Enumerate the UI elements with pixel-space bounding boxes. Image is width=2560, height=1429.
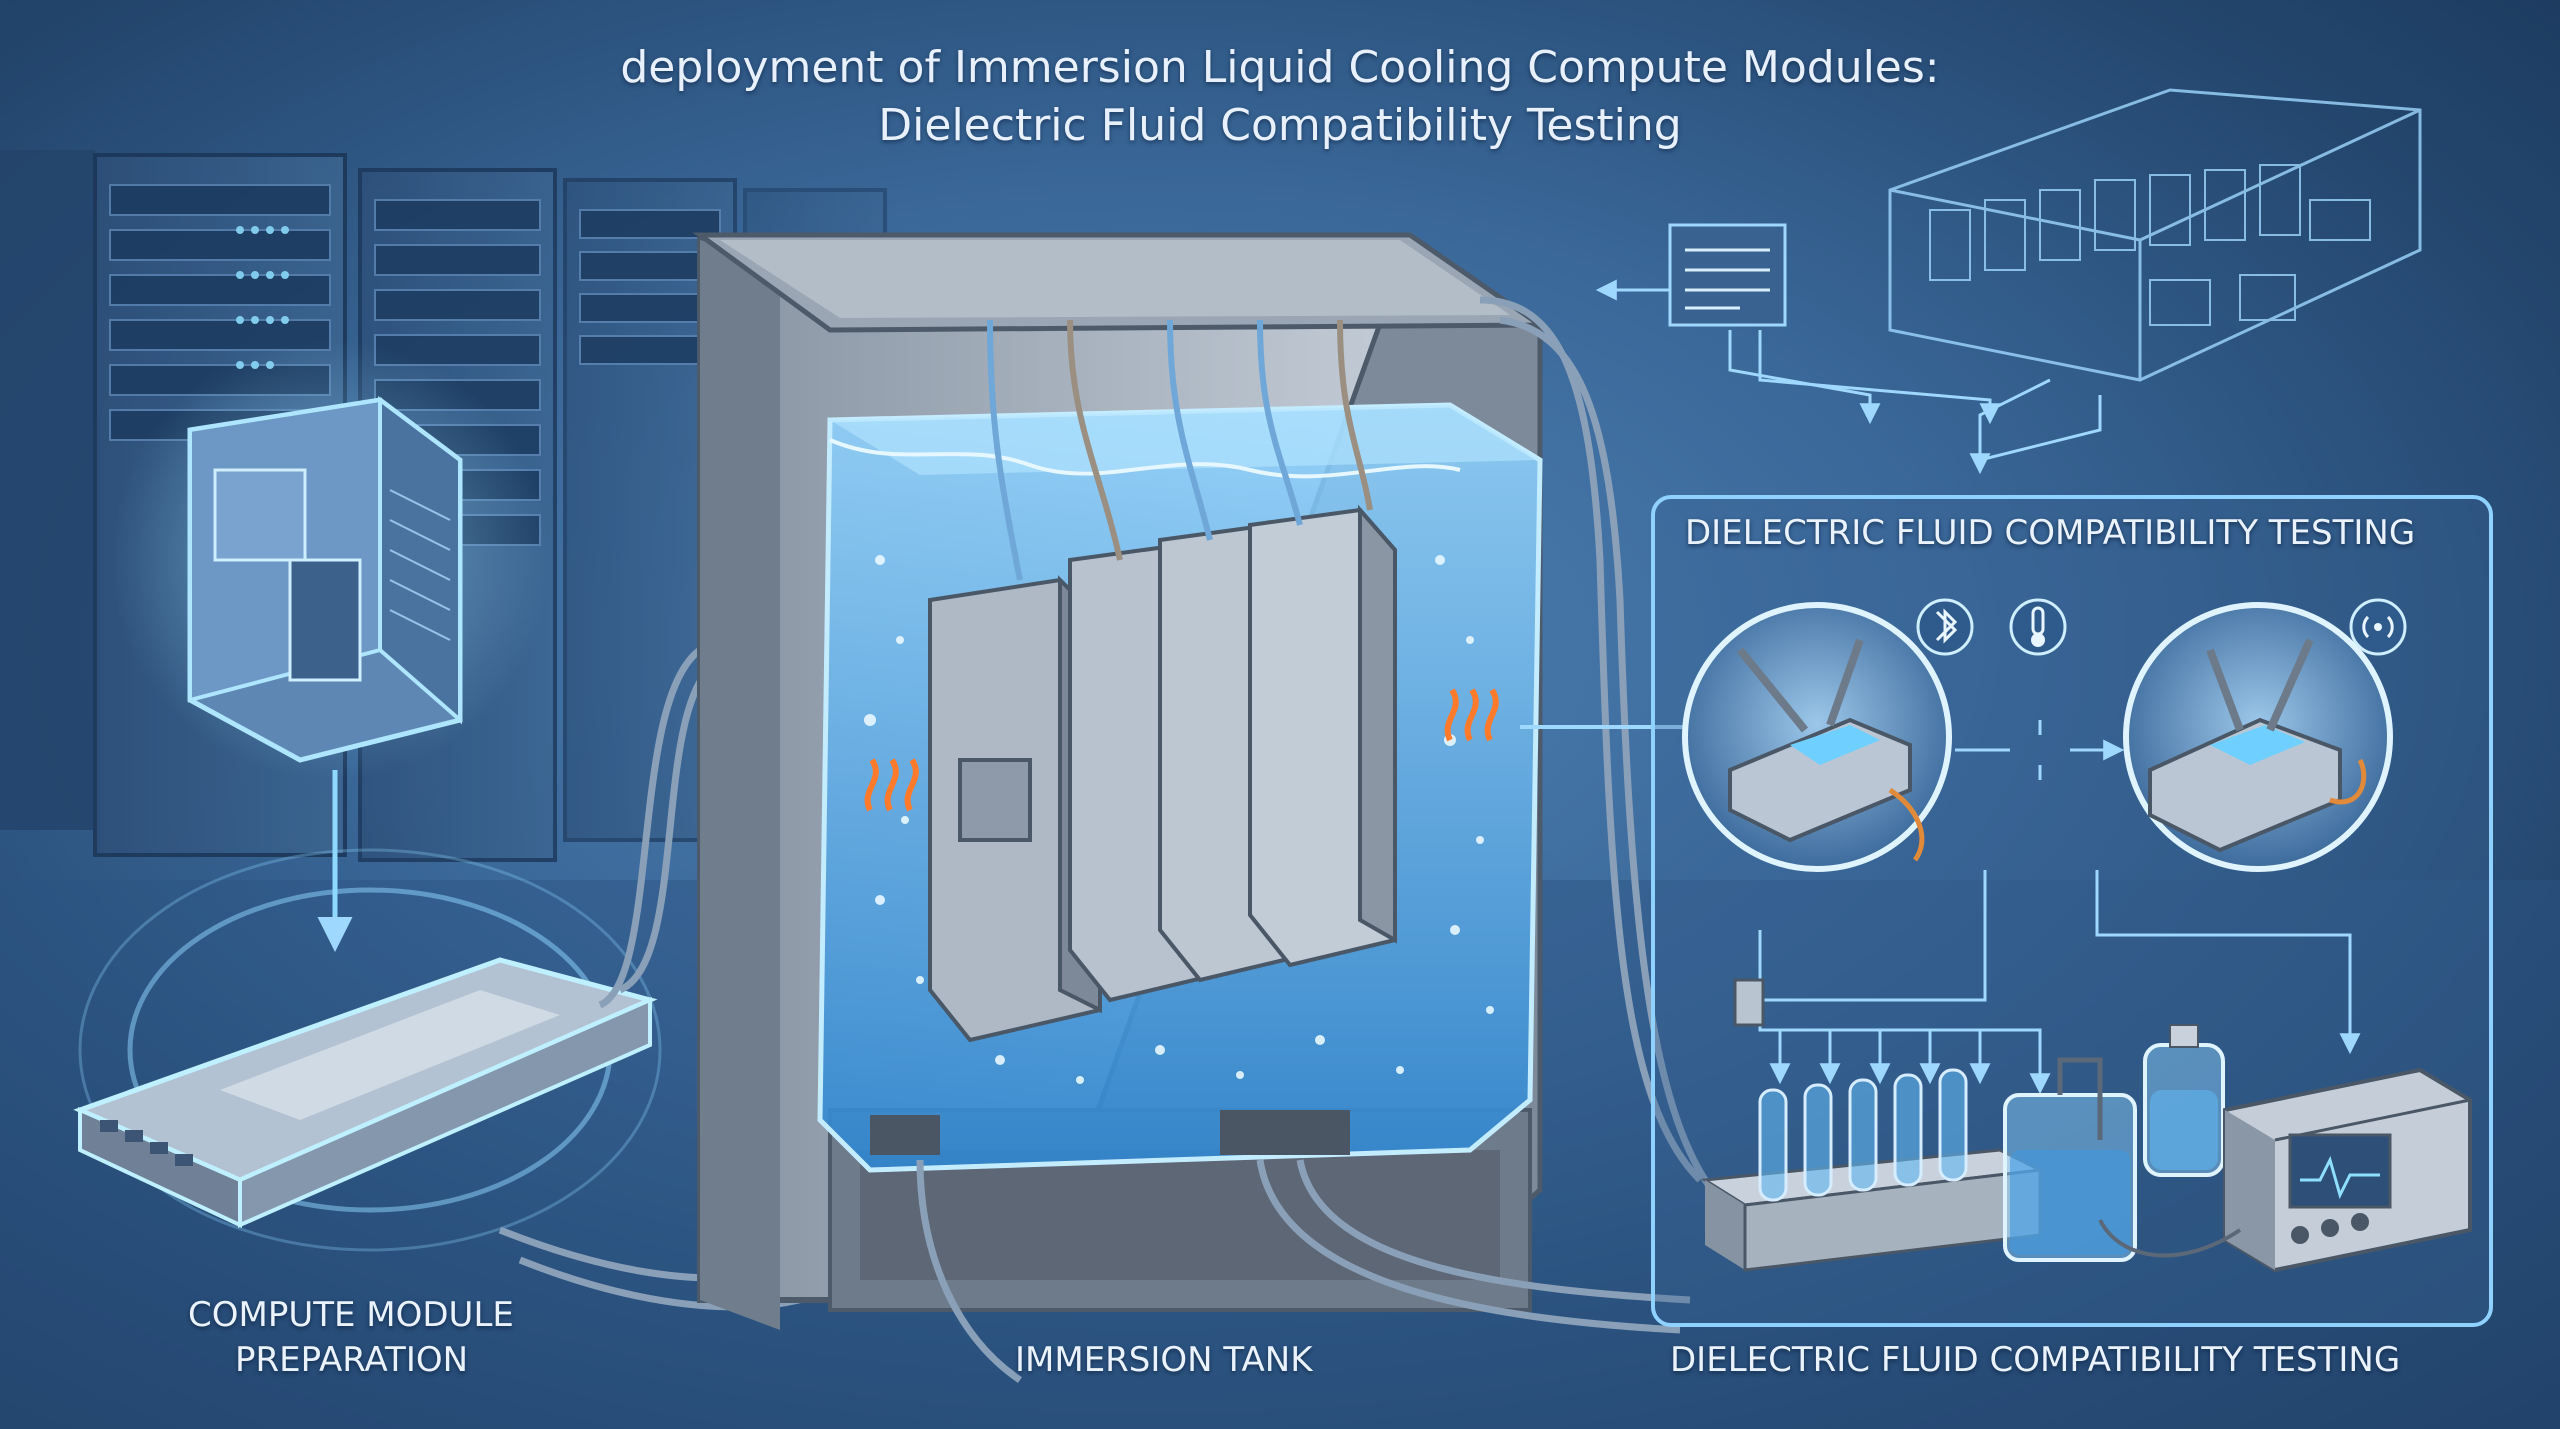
compute-module-board xyxy=(73,848,662,1252)
heat-icon xyxy=(864,688,1499,812)
tank-ports xyxy=(870,1110,1350,1155)
beaker xyxy=(2003,1057,2137,1262)
datacenter-wireframe xyxy=(1888,88,2422,382)
thermometer-icon xyxy=(2009,598,2067,656)
label-compute-module-line1: COMPUTE MODULE xyxy=(188,1295,514,1335)
bluetooth-icon xyxy=(1916,598,1974,656)
signal-icon xyxy=(2349,598,2407,656)
title-line-2: Dielectric Fluid Compatibility Testing xyxy=(878,100,1682,151)
label-fluid-testing: DIELECTRIC FLUID COMPATIBILITY TESTING xyxy=(1670,1340,2401,1380)
label-compute-module-line2: PREPARATION xyxy=(235,1340,469,1380)
title-line-1: deployment of Immersion Liquid Cooling C… xyxy=(620,42,1940,93)
cables-right xyxy=(916,296,1723,1383)
blade-cables xyxy=(987,319,1373,581)
immersion-tank xyxy=(692,232,1548,1330)
server-blades xyxy=(928,504,1397,1043)
fluid-bubbles xyxy=(864,555,1494,1084)
document-icon xyxy=(1668,223,1787,327)
crosshair-connector xyxy=(1955,720,2125,780)
analyzer-device xyxy=(2098,1067,2472,1273)
lens-probe-test-2 xyxy=(2123,602,2393,872)
panel-heading: DIELECTRIC FLUID COMPATIBILITY TESTING xyxy=(1685,513,2416,553)
test-tube-rack xyxy=(1700,978,2046,1272)
compute-module-glowing xyxy=(110,340,550,780)
lens-probe-test-1 xyxy=(1682,602,1952,872)
tank-vents xyxy=(860,1150,1500,1280)
sample-vessel xyxy=(2143,1024,2225,1177)
label-immersion-tank: IMMERSION TANK xyxy=(1015,1340,1313,1380)
schematic-arrows xyxy=(1595,279,2102,475)
